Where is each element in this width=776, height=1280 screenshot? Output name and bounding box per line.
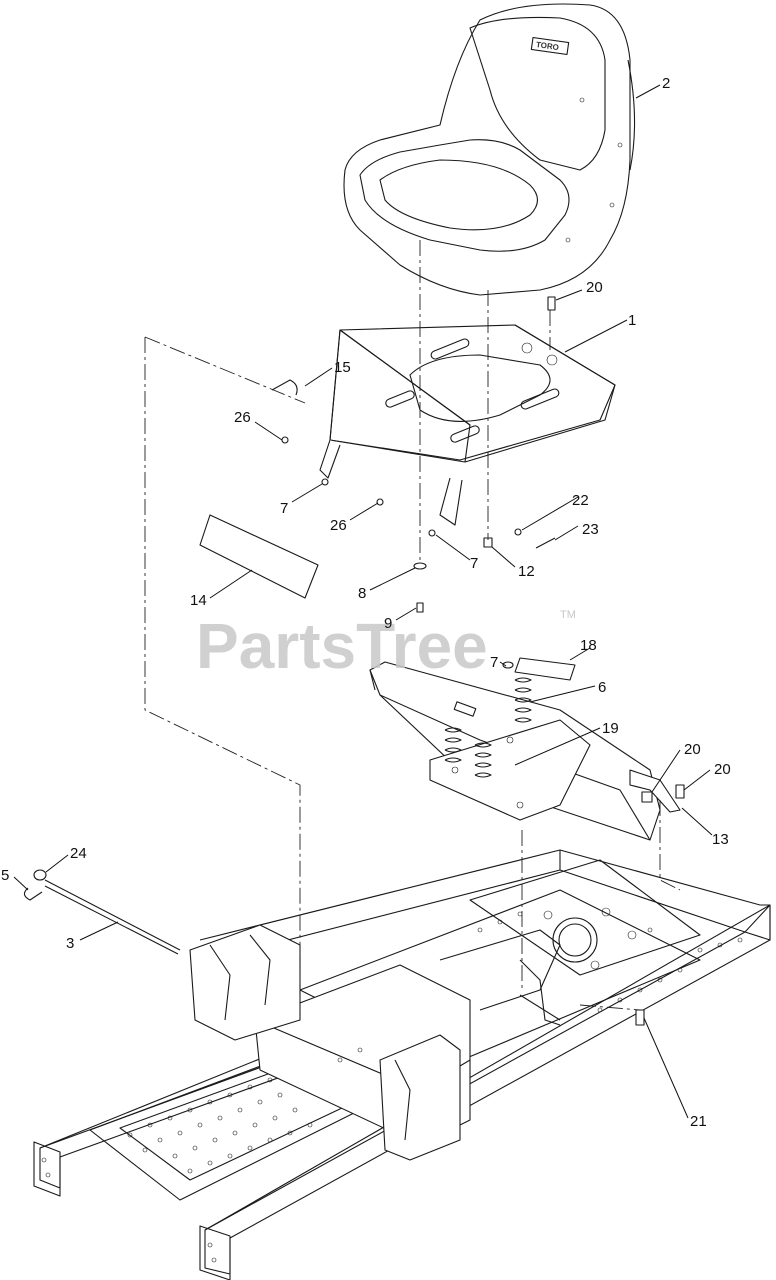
callout-18: 18 bbox=[580, 637, 597, 654]
watermark-trademark: TM bbox=[560, 609, 576, 621]
decal-18 bbox=[514, 657, 576, 681]
callout-21: 21 bbox=[690, 1113, 707, 1130]
callout-5: 5 bbox=[1, 867, 9, 884]
callout-6: 6 bbox=[598, 679, 606, 696]
callout-7-center: 7 bbox=[470, 555, 478, 572]
chassis-frame bbox=[33, 849, 771, 1280]
decal-14 bbox=[199, 514, 319, 599]
callout-14: 14 bbox=[190, 592, 207, 609]
callout-7-left: 7 bbox=[280, 500, 288, 517]
springs bbox=[444, 677, 532, 778]
callout-8: 8 bbox=[358, 585, 366, 602]
seat-support bbox=[369, 661, 681, 841]
callout-15: 15 bbox=[334, 359, 351, 376]
leader-lines bbox=[13, 84, 713, 1119]
callout-20-top: 20 bbox=[586, 279, 603, 296]
callout-20-middle: 20 bbox=[684, 741, 701, 758]
callout-22: 22 bbox=[572, 492, 589, 509]
watermark: PartsTree bbox=[196, 610, 488, 682]
callout-19: 19 bbox=[602, 720, 619, 737]
callout-12: 12 bbox=[518, 563, 535, 580]
callout-2: 2 bbox=[662, 75, 670, 92]
seat-rod bbox=[23, 869, 181, 955]
callout-26-lower: 26 bbox=[330, 517, 347, 534]
callout-13: 13 bbox=[712, 831, 729, 848]
callout-1: 1 bbox=[628, 312, 636, 329]
callout-20-right: 20 bbox=[714, 761, 731, 778]
callout-labels: 2 20 1 15 26 7 26 22 23 7 12 8 14 9 18 7… bbox=[1, 75, 731, 1130]
callout-26-upper: 26 bbox=[234, 409, 251, 426]
callout-9: 9 bbox=[384, 615, 392, 632]
hardware bbox=[271, 296, 685, 1026]
frame-holes bbox=[41, 911, 743, 1263]
assembly-lines bbox=[144, 240, 681, 1020]
seat-logo: TORO bbox=[535, 40, 559, 52]
callout-3: 3 bbox=[66, 935, 74, 952]
callout-23: 23 bbox=[582, 521, 599, 538]
seat-pan bbox=[319, 324, 616, 526]
seat: TORO bbox=[343, 3, 636, 296]
callout-7-right: 7 bbox=[490, 654, 498, 671]
callout-24: 24 bbox=[70, 845, 87, 862]
